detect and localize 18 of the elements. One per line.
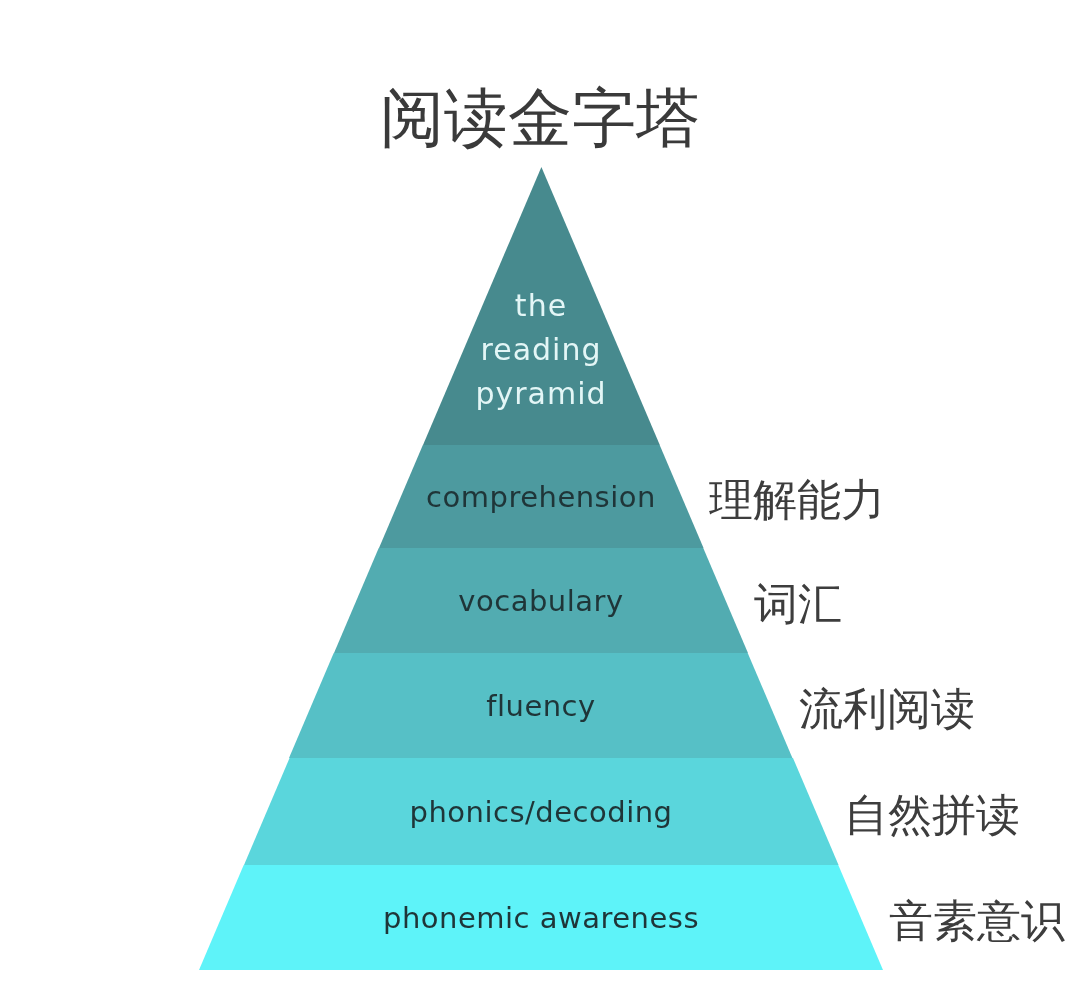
tier-label: fluency <box>486 687 596 724</box>
tier-label: vocabulary <box>458 582 624 619</box>
pyramid-tier <box>289 653 793 758</box>
pyramid-tier <box>378 445 704 548</box>
translation-label: 词汇 <box>754 576 842 631</box>
tier-label: phonemic awareness <box>382 899 700 936</box>
pyramid-tier <box>243 758 839 865</box>
translation-label: 音素意识 <box>889 893 1065 948</box>
diagram-title: 阅读金字塔 <box>379 80 701 157</box>
translation-label: 流利阅读 <box>798 681 975 736</box>
pyramid-tier <box>334 548 748 653</box>
tier-label: the reading pyramid <box>475 287 607 413</box>
translation-label: 理解能力 <box>709 472 886 527</box>
tier-label: comprehension <box>426 478 656 515</box>
pyramid-tier <box>199 865 883 970</box>
pyramid-apex <box>422 167 660 445</box>
tier-label: phonics/decoding <box>409 793 673 830</box>
translation-label: 自然拼读 <box>844 787 1021 842</box>
